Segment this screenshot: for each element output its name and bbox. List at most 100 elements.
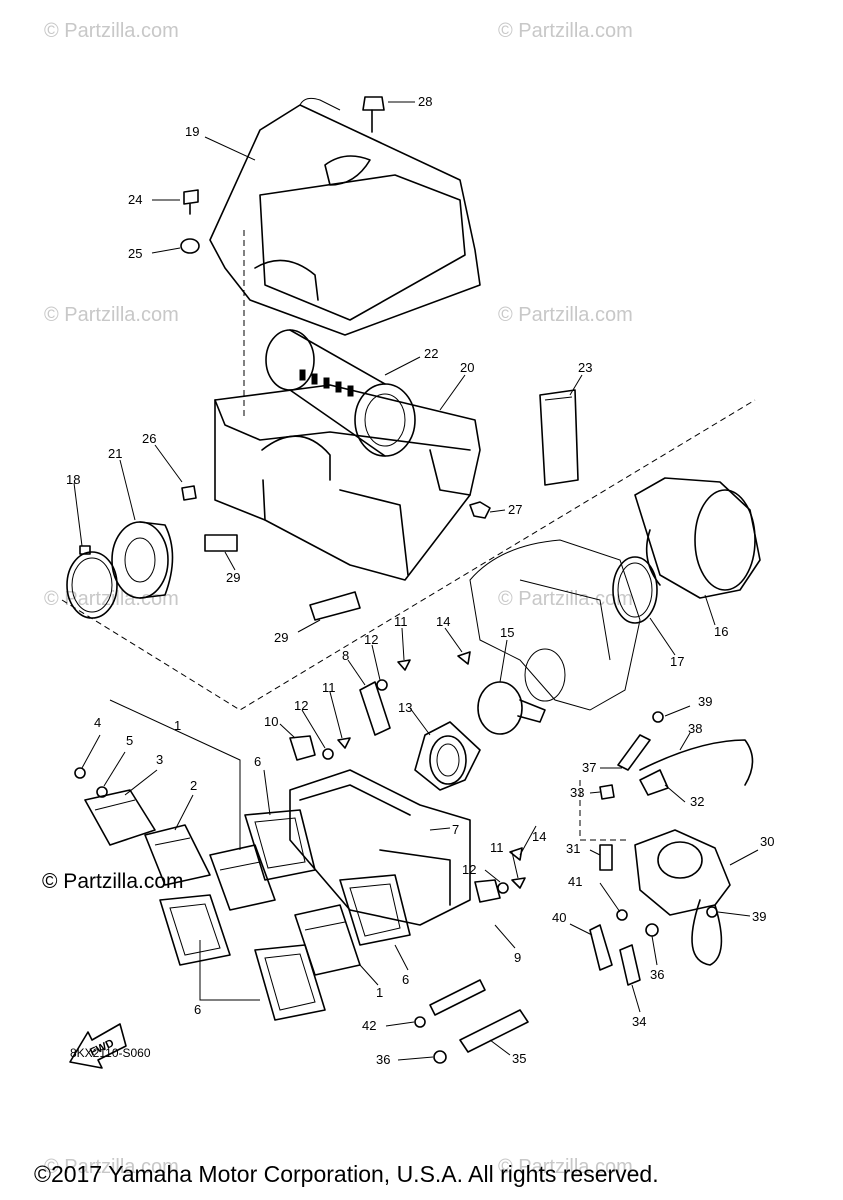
clip-36a — [433, 1050, 447, 1064]
callout-13: 13 — [398, 700, 412, 715]
seal-strip — [539, 389, 579, 486]
watermark-mid-right: © Partzilla.com — [498, 304, 633, 326]
clip-32 — [639, 769, 669, 796]
washer-12a — [376, 679, 388, 691]
hose-38 — [639, 739, 754, 786]
callout-17: 17 — [670, 654, 684, 669]
airbox-cover — [209, 97, 481, 336]
clip-39a — [652, 711, 664, 723]
gasket-lower-mid — [254, 944, 326, 1021]
screw-4 — [74, 767, 86, 779]
gasket-right — [339, 874, 411, 946]
callout-11b: 11 — [322, 680, 336, 695]
partzilla-watermark: © Partzilla.com — [42, 870, 184, 893]
nut-26 — [181, 485, 197, 501]
callout-27: 27 — [508, 502, 522, 517]
gasket-lower-left — [159, 894, 231, 966]
callout-40: 40 — [552, 910, 566, 925]
callout-7: 7 — [452, 822, 459, 837]
callout-36a: 36 — [376, 1052, 390, 1067]
callout-4: 4 — [94, 715, 101, 730]
callout-20: 20 — [460, 360, 474, 375]
reed-valve-upper — [209, 844, 276, 911]
callout-41: 41 — [568, 874, 582, 889]
callout-2: 2 — [190, 778, 197, 793]
diagram-code: 8KX2110-S060 — [70, 1046, 151, 1060]
callout-6c: 6 — [194, 1002, 201, 1017]
callout-39b: 39 — [752, 909, 766, 924]
callout-25: 25 — [128, 246, 142, 261]
callout-24: 24 — [128, 192, 142, 207]
callout-3: 3 — [156, 752, 163, 767]
callout-30: 30 — [760, 834, 774, 849]
callout-36b: 36 — [650, 967, 664, 982]
reed-petal-3 — [84, 789, 156, 846]
watermark-top-right: © Partzilla.com — [498, 20, 633, 42]
callout-42: 42 — [362, 1018, 376, 1033]
copyright-notice: ©2017 Yamaha Motor Corporation, U.S.A. A… — [34, 1161, 659, 1187]
hose-34 — [619, 944, 641, 986]
hose-42 — [429, 979, 486, 1016]
hose-37 — [617, 734, 651, 771]
callout-12a: 12 — [364, 632, 378, 647]
callout-5: 5 — [126, 733, 133, 748]
callout-32: 32 — [690, 794, 704, 809]
hose-loop — [691, 899, 723, 966]
callout-18: 18 — [66, 472, 80, 487]
callout-1b: 1 — [376, 985, 383, 1000]
washer-12c — [497, 882, 509, 894]
manifold-13 — [414, 721, 481, 791]
callout-6a: 6 — [254, 754, 261, 769]
air-joint — [111, 521, 174, 599]
callout-12c: 12 — [462, 862, 476, 877]
reed-spacer-7 — [289, 769, 471, 926]
callout-11c: 11 — [490, 840, 504, 855]
airbox-case — [214, 384, 481, 581]
intake-joint — [634, 477, 761, 599]
callout-38: 38 — [688, 721, 702, 736]
callout-12b: 12 — [294, 698, 308, 713]
bolt-11a — [397, 659, 411, 671]
watermark-low-right: © Partzilla.com — [498, 588, 633, 610]
reed-stopper-2 — [144, 824, 211, 886]
callout-1a: 1 — [174, 718, 181, 733]
callouts: 28 19 24 25 22 20 23 26 21 18 27 29 29 1… — [66, 94, 774, 1067]
callout-6b: 6 — [402, 972, 409, 987]
holder-9 — [474, 879, 501, 903]
hose-40 — [589, 924, 613, 971]
callout-29a: 29 — [226, 570, 240, 585]
callout-31: 31 — [566, 841, 580, 856]
callout-37: 37 — [582, 760, 596, 775]
clip-39b — [706, 906, 718, 918]
holder-10 — [289, 735, 316, 761]
damper-29b — [309, 591, 361, 621]
collar-31 — [599, 844, 613, 871]
watermark-mid-left: © Partzilla.com — [44, 304, 179, 326]
washer-25 — [180, 238, 200, 254]
bolt-11c — [511, 877, 526, 889]
washer-12b — [322, 748, 334, 760]
callout-22: 22 — [424, 346, 438, 361]
callout-19: 19 — [185, 124, 199, 139]
clip-42 — [414, 1016, 426, 1028]
callout-16: 16 — [714, 624, 728, 639]
watermark-top-left: © Partzilla.com — [44, 20, 179, 42]
nut-33 — [599, 784, 615, 800]
watermark-bottom-right: © Partzilla.com — [498, 1156, 633, 1178]
callout-39a: 39 — [698, 694, 712, 709]
air-filter-element — [265, 329, 416, 457]
screw-24 — [183, 189, 199, 215]
clip-36b — [645, 923, 659, 937]
carburetor — [469, 539, 641, 711]
gasket-upper-left — [244, 809, 316, 881]
callout-29b: 29 — [274, 630, 288, 645]
callout-35: 35 — [512, 1051, 526, 1066]
callout-14b: 14 — [532, 829, 546, 844]
hose-35 — [459, 1009, 529, 1053]
callout-33: 33 — [570, 785, 584, 800]
damper-29a — [204, 534, 238, 552]
bolt-14a — [457, 651, 471, 665]
washer-5 — [96, 786, 108, 798]
callout-28: 28 — [418, 94, 432, 109]
